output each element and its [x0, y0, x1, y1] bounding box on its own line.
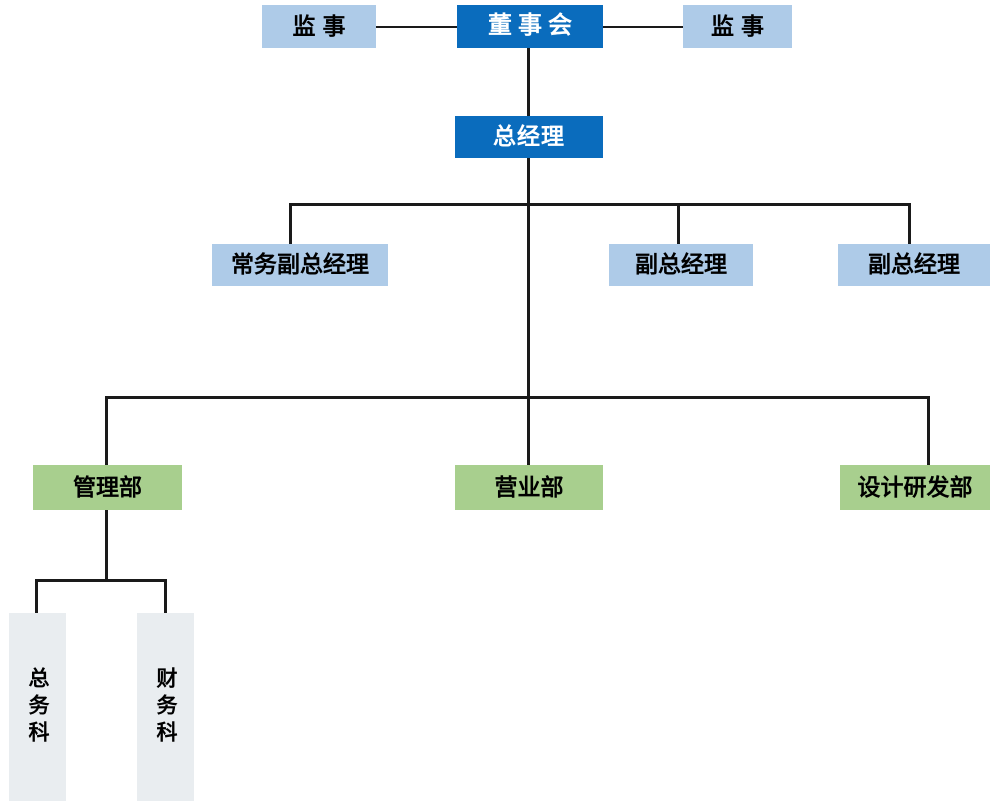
connector-management-dept-trunk	[105, 509, 108, 581]
connector-drop-deputy-gm-1	[677, 203, 680, 245]
node-board[interactable]: 董事会	[457, 5, 603, 48]
node-deputy-gm-1[interactable]: 副总经理	[609, 244, 753, 286]
node-finance-section-label: 财务科	[154, 666, 178, 748]
connector-level5-bar	[35, 579, 167, 582]
connector-board-to-supervisor-right	[602, 26, 684, 28]
connector-drop-management-dept	[105, 396, 108, 466]
node-sales-dept[interactable]: 营业部	[455, 465, 603, 510]
node-general-manager[interactable]: 总经理	[455, 116, 603, 158]
connector-drop-design-rd-dept	[927, 396, 930, 466]
node-design-rd-dept-label: 设计研发部	[857, 474, 973, 500]
node-deputy-gm-2-label: 副总经理	[868, 252, 960, 278]
node-management-dept-label: 管理部	[73, 474, 142, 500]
node-supervisor-right[interactable]: 监事	[683, 5, 792, 48]
connector-level3-bar	[290, 203, 911, 206]
node-general-affairs-section-label: 总务科	[26, 666, 50, 748]
connector-gm-trunk	[527, 157, 530, 398]
node-management-dept[interactable]: 管理部	[33, 465, 182, 510]
connector-drop-general-affairs-section	[35, 579, 38, 614]
node-supervisor-left-label: 监事	[292, 13, 353, 39]
connector-drop-finance-section	[164, 579, 167, 614]
node-executive-deputy-gm-label: 常务副总经理	[231, 252, 369, 278]
connector-drop-executive-deputy-gm	[289, 203, 292, 245]
node-supervisor-right-label: 监事	[711, 13, 771, 39]
node-deputy-gm-1-label: 副总经理	[635, 252, 727, 278]
node-general-affairs-section[interactable]: 总务科	[9, 613, 66, 801]
node-supervisor-left[interactable]: 监事	[262, 5, 376, 48]
connector-level4-bar	[105, 396, 930, 399]
connector-board-to-gm	[527, 47, 530, 117]
node-board-label: 董事会	[488, 13, 578, 40]
connector-drop-sales-dept	[527, 396, 530, 466]
connector-drop-deputy-gm-2	[908, 203, 911, 245]
node-design-rd-dept[interactable]: 设计研发部	[840, 465, 990, 510]
node-general-manager-label: 总经理	[493, 124, 565, 150]
connector-board-to-supervisor-left	[374, 26, 458, 28]
node-finance-section[interactable]: 财务科	[137, 613, 194, 801]
node-sales-dept-label: 营业部	[494, 474, 564, 500]
node-executive-deputy-gm[interactable]: 常务副总经理	[212, 244, 388, 286]
node-deputy-gm-2[interactable]: 副总经理	[838, 244, 990, 286]
